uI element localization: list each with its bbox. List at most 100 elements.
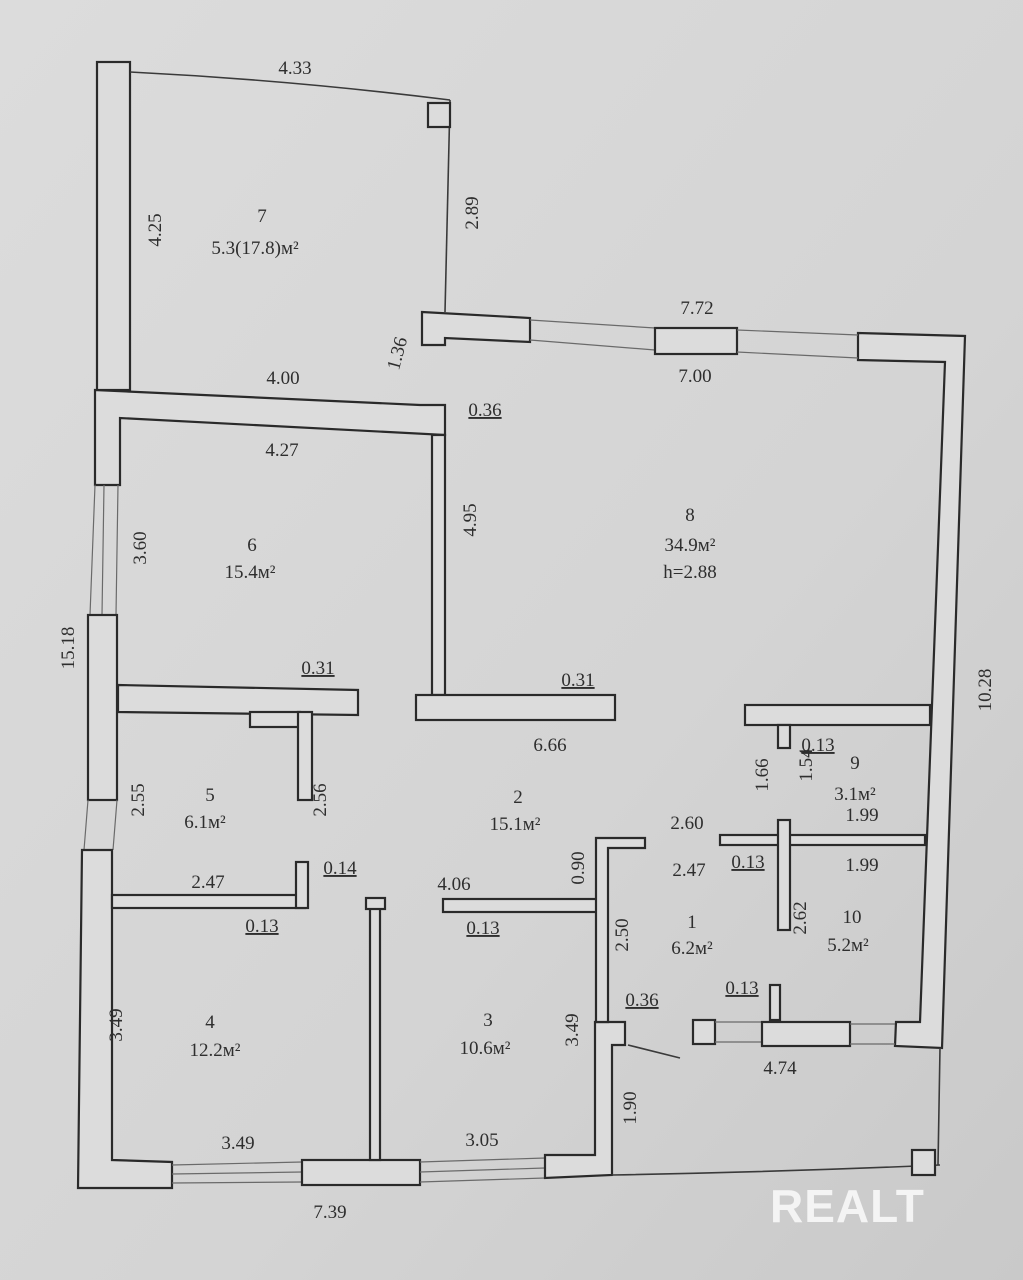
vertical-dimensions: 4.25 2.89 1.36 4.95 3.60 15.18 10.28 1.6… (58, 196, 996, 1124)
wall-8-2 (414, 693, 617, 722)
dimension: 2.62 (790, 901, 811, 934)
room-2-number: 2 (513, 787, 523, 808)
dimension: 1.90 (620, 1091, 641, 1124)
dimension: 4.06 (437, 874, 470, 895)
cap (364, 896, 387, 911)
room-8-area: 34.9м² (665, 535, 716, 556)
dimension: 2.47 (672, 860, 705, 881)
dimension: 0.36 (468, 400, 501, 421)
stub-9 (776, 723, 792, 750)
dimension: 0.13 (245, 916, 278, 937)
room-4-area: 12.2м² (190, 1040, 241, 1061)
room-6-number: 6 (247, 535, 257, 556)
dimension: 2.89 (462, 196, 483, 229)
wall-room6-top (93, 388, 447, 487)
terrace-outline (611, 1044, 941, 1176)
room7-right-line (444, 99, 451, 313)
dimension: 7.00 (678, 366, 711, 387)
room-7-area: 5.3(17.8)м² (211, 238, 299, 259)
room-10-area: 5.2м² (827, 935, 869, 956)
dimension: 4.27 (265, 440, 298, 461)
dimension: 1.99 (845, 855, 878, 876)
dimension: 1.54 (796, 748, 817, 782)
dimension: 2.60 (670, 813, 703, 834)
room-9-area: 3.1м² (834, 784, 876, 805)
dimension: 3.05 (465, 1130, 498, 1151)
room-3-number: 3 (483, 1010, 493, 1031)
walls (76, 60, 967, 1190)
dimension: 6.66 (533, 735, 566, 756)
window-room6 (89, 484, 119, 616)
dimension: 0.13 (731, 852, 764, 873)
wall-entrance (543, 1020, 627, 1180)
window-room1 (715, 1021, 762, 1043)
dimension: 3.60 (130, 531, 151, 564)
wall-left-mid (86, 613, 119, 802)
window-room3 (419, 1157, 546, 1183)
dimension: 0.13 (725, 978, 758, 999)
horizontal-dimensions: 4.33 7.72 7.00 4.00 0.36 4.27 0.31 0.31 … (191, 58, 878, 1223)
wall-6-5 (116, 683, 360, 717)
dimension: 4.25 (145, 213, 166, 246)
room-5-number: 5 (205, 785, 215, 806)
wall-bottom-right (760, 1020, 852, 1048)
wall-left-bottom (76, 848, 174, 1190)
dimension: 4.95 (460, 503, 481, 536)
window-room10 (850, 1023, 895, 1045)
dimension: 1.99 (845, 805, 878, 826)
dimension: 2.56 (310, 783, 331, 816)
realt-watermark-logo: REALT (770, 1180, 925, 1232)
column-3 (910, 1148, 937, 1177)
dimension: 4.74 (763, 1058, 797, 1079)
room-3-area: 10.6м² (460, 1038, 511, 1059)
room-labels: 7 5.3(17.8)м² 6 15.4м² 8 34.9м² h=2.88 5… (184, 206, 876, 1061)
dimension: 15.18 (58, 627, 79, 670)
room-7-number: 7 (257, 206, 267, 227)
partition-9-10 (718, 833, 927, 847)
room-2-area: 15.1м² (490, 814, 541, 835)
wall-top-mid (653, 326, 739, 356)
room-6-area: 15.4м² (225, 562, 276, 583)
wall-right (856, 331, 967, 1050)
partition-6-8 (430, 433, 447, 697)
dimension: 1.66 (752, 758, 773, 791)
column-2 (691, 1018, 717, 1046)
room-9-number: 9 (850, 753, 860, 774)
dimension: 7.39 (313, 1202, 346, 1223)
dimension: 2.55 (128, 783, 149, 816)
room-8-number: 8 (685, 505, 695, 526)
stub-1 (768, 983, 782, 1022)
stub-5 (294, 860, 310, 910)
dimension: 3.49 (106, 1008, 127, 1041)
room-10-number: 10 (843, 907, 862, 928)
partition-5-4 (110, 893, 307, 910)
wall-top-left (420, 310, 532, 347)
room-8-height: h=2.88 (663, 562, 716, 583)
room-1-area: 6.2м² (671, 938, 713, 959)
dimension: 7.72 (680, 298, 713, 319)
window-room4 (171, 1161, 303, 1184)
dimension: 4.00 (266, 368, 299, 389)
dimension: 0.13 (466, 918, 499, 939)
dimension: 0.31 (301, 658, 334, 679)
dimension: 4.33 (278, 58, 311, 79)
dimension: 2.50 (612, 918, 633, 951)
partition-2-3 (441, 897, 600, 914)
window-room5 (83, 799, 118, 851)
window-room8-a (529, 319, 656, 351)
dimension: 3.49 (562, 1013, 583, 1046)
dimension: 0.31 (561, 670, 594, 691)
dimension: 0.36 (625, 990, 658, 1011)
stub (248, 710, 302, 729)
partition-3-1 (594, 836, 647, 1024)
dimension: 10.28 (975, 669, 996, 712)
room-5-area: 6.1м² (184, 812, 226, 833)
partition-5-2 (296, 710, 314, 802)
column (426, 101, 452, 129)
partition-4-3 (368, 903, 382, 1162)
dimension: 0.90 (568, 851, 589, 884)
window-room8-b (736, 329, 859, 359)
dimension: 0.14 (323, 858, 357, 879)
